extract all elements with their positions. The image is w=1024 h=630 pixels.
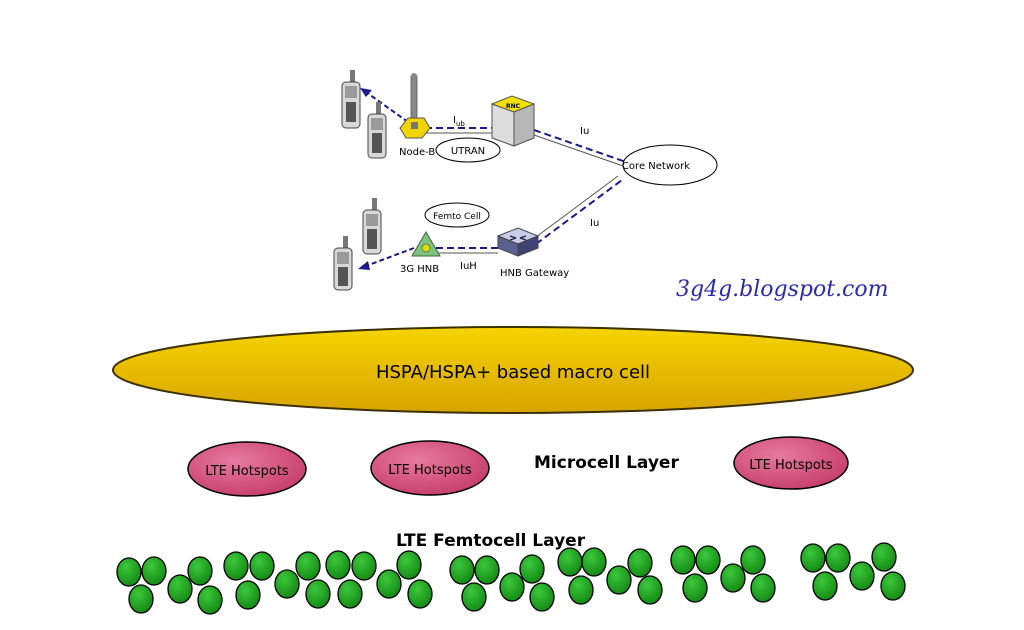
microcell-layer-label: Microcell Layer (534, 453, 679, 473)
iuh-label: IuH (460, 261, 477, 272)
radio-arrow-bottom (358, 247, 415, 270)
femtocell-dot (305, 579, 331, 609)
lte-hotspot: LTE Hotspots (370, 440, 490, 496)
iu-link-gateway-core (531, 175, 623, 245)
femtocell-dot (849, 561, 875, 591)
lte-hotspot-label: LTE Hotspots (388, 463, 472, 478)
blog-watermark: 3g4g.blogspot.com (676, 277, 888, 302)
core-network-label: Core Network (622, 161, 690, 172)
femtocell-layer-label: LTE Femtocell Layer (396, 531, 586, 551)
femtocell-dot (519, 554, 545, 584)
mobile-phone-icon (333, 236, 353, 291)
node-b-icon (399, 73, 431, 139)
femtocell-dot (880, 571, 906, 601)
femtocell-dot (197, 585, 223, 615)
femtocell-dot (325, 550, 351, 580)
rnc-icon: RNC (490, 95, 536, 147)
femtocell-dot (249, 551, 275, 581)
mobile-phone-icon (362, 198, 382, 255)
rnc-label: RNC (506, 103, 521, 110)
femtocell-dot (351, 551, 377, 581)
femtocell-dot (695, 545, 721, 575)
femtocell-dot (568, 575, 594, 605)
hnb-gateway-label: HNB Gateway (500, 268, 569, 279)
femto-cell-ellipse (424, 202, 490, 228)
femtocell-dot (461, 582, 487, 612)
femtocell-dot (557, 547, 583, 577)
radio-arrow-top (360, 88, 409, 123)
femtocell-dot (235, 580, 261, 610)
utran-ellipse (435, 137, 501, 163)
femtocell-dot (396, 550, 422, 580)
iu-label-top: Iu (580, 126, 589, 137)
femtocell-dot (128, 584, 154, 614)
femtocell-dot (682, 573, 708, 603)
femtocell-dot (606, 565, 632, 595)
hnb-gateway-icon (496, 227, 540, 257)
femtocell-dot (337, 579, 363, 609)
femtocell-dot (637, 575, 663, 605)
femtocell-dot (812, 571, 838, 601)
utran-label: UTRAN (451, 146, 485, 157)
femtocell-dot (295, 551, 321, 581)
femtocell-dot (800, 543, 826, 573)
mobile-phone-icon (367, 102, 387, 159)
network-diagram: Node-B UTRAN Iub RNC Iu Core Network Fem… (333, 70, 718, 291)
lte-hotspot-label: LTE Hotspots (205, 464, 289, 479)
femtocell-dot (670, 545, 696, 575)
lte-hotspot: LTE Hotspots (733, 436, 849, 490)
mobile-phone-icon (341, 70, 361, 129)
femtocell-dot (871, 542, 897, 572)
femtocell-dot (187, 556, 213, 586)
macro-cell-label: HSPA/HSPA+ based macro cell (376, 362, 650, 383)
femtocell-dot (449, 555, 475, 585)
femtocell-dot (141, 556, 167, 586)
femtocell-dot (750, 573, 776, 603)
lte-hotspot-label: LTE Hotspots (749, 458, 833, 473)
iub-label: Iub (453, 115, 465, 128)
femtocell-group (116, 542, 906, 615)
femtocell-dot (499, 572, 525, 602)
femtocell-dot (167, 574, 193, 604)
femtocell-dot (627, 548, 653, 578)
femtocell-dot (223, 551, 249, 581)
iu-link-rnc-core (533, 129, 627, 168)
femtocell-dot (376, 569, 402, 599)
femtocell-dot (825, 543, 851, 573)
macro-cell-ellipse (112, 326, 914, 414)
femtocell-dot (407, 579, 433, 609)
core-network-ellipse (622, 144, 718, 186)
hnb-label: 3G HNB (400, 264, 439, 275)
iub-link (425, 127, 494, 134)
femtocell-dot (274, 569, 300, 599)
femtocell-dot (116, 557, 142, 587)
iuh-link (436, 247, 498, 254)
femtocell-dot (581, 547, 607, 577)
femtocell-dot (474, 555, 500, 585)
lte-hotspot: LTE Hotspots (187, 441, 307, 497)
femtocell-dot (740, 545, 766, 575)
hnb-icon (411, 231, 441, 257)
node-b-label: Node-B (399, 147, 435, 158)
iu-label-bottom: Iu (590, 218, 599, 229)
femtocell-dot (720, 563, 746, 593)
femto-cell-label: Femto Cell (433, 212, 481, 222)
femtocell-dot (529, 582, 555, 612)
